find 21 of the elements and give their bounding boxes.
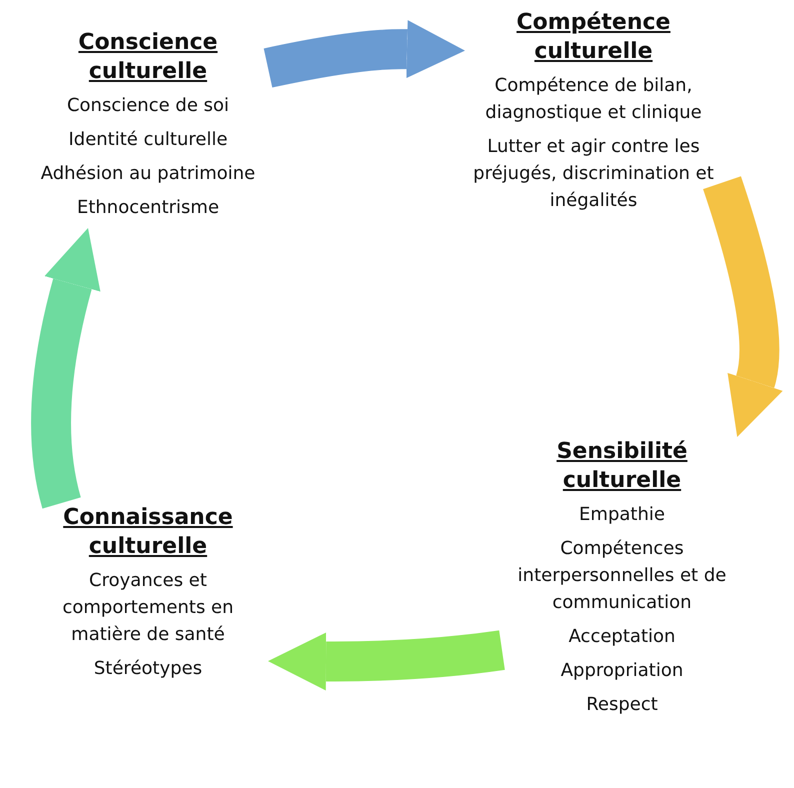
- heading: Conscience culturelle: [77, 29, 219, 86]
- list-item: Stéréotypes: [92, 657, 204, 681]
- list-item: Empathie: [578, 503, 666, 527]
- list-item: Adhésion au patrimoine: [40, 162, 256, 186]
- list-item: Identité culturelle: [67, 128, 229, 152]
- list-item: Compétence de bilan, diagnostique et clinique: [484, 74, 703, 125]
- heading: Sensibilité culturelle: [556, 438, 688, 495]
- curved-arrow: [264, 20, 466, 88]
- list-item: Acceptation: [568, 625, 676, 649]
- list-item: Appropriation: [560, 659, 684, 683]
- list-item: Croyances et comportements en matière de santé: [61, 569, 235, 647]
- heading: Compétence culturelle: [516, 9, 672, 66]
- curved-arrow: [703, 176, 784, 438]
- list-item: Compétences interpersonnelles et de communication: [516, 537, 728, 615]
- list-item: Respect: [585, 693, 659, 717]
- list-item: Conscience de soi: [66, 94, 230, 118]
- curved-arrow: [31, 228, 101, 508]
- list-item: Ethnocentrisme: [76, 196, 220, 220]
- list-item: Lutter et agir contre les préjugés, discrimination et inégalités: [472, 135, 715, 213]
- curved-arrow: [268, 630, 505, 690]
- heading: Connaissance culturelle: [62, 504, 234, 561]
